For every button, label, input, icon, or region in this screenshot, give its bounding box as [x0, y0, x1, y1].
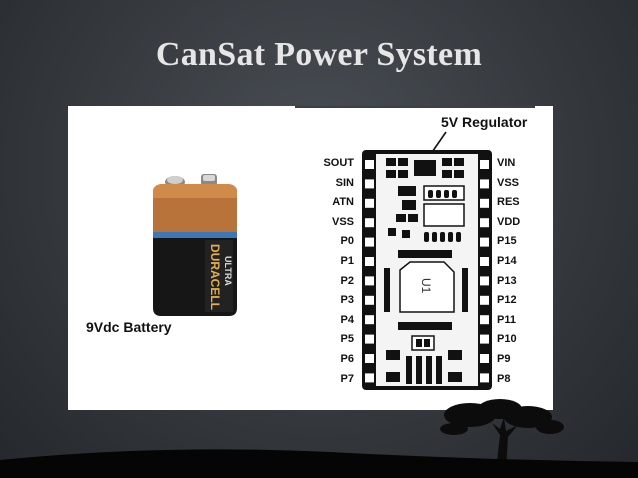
pin-pad-left [365, 354, 374, 363]
pin-pad-left [365, 373, 374, 383]
bottom-components [386, 335, 462, 384]
regulator-label: 5V Regulator [441, 114, 528, 130]
pin-label-right: VSS [497, 176, 520, 189]
pin-pad-right [480, 179, 489, 189]
pin-label-left: P7 [340, 372, 354, 385]
pin-pad-left [365, 218, 374, 228]
pin-label-left: SIN [335, 176, 354, 189]
pin-pad-left [365, 237, 374, 247]
pin-pad-right [480, 198, 489, 208]
pin-pad-right [480, 315, 489, 325]
board-pin-pads [365, 160, 489, 383]
pin-label-right: P12 [497, 294, 517, 307]
pin-label-left: P2 [340, 274, 354, 287]
pin-label-left: VSS [331, 215, 354, 228]
pin-label-right: P15 [497, 235, 517, 248]
pin-pad-right [480, 334, 489, 344]
pin-pad-left [365, 179, 374, 189]
battery-brand: DURACELL [208, 244, 222, 310]
pin-label-left: P6 [340, 353, 354, 365]
main-chip-mark: U1 [419, 278, 433, 294]
pin-label-left: P3 [340, 294, 354, 307]
pin-pad-left [365, 295, 374, 305]
pin-pad-right [480, 237, 489, 247]
pin-label-left: P5 [340, 333, 354, 346]
regulator-chip [386, 158, 464, 178]
pin-pad-right [480, 276, 489, 286]
battery-label: 9Vdc Battery [86, 319, 172, 335]
main-chip-u1: U1 [384, 261, 468, 313]
pin-pad-right [480, 354, 489, 363]
small-components [388, 185, 465, 258]
pin-pad-right [480, 160, 489, 169]
pin-pad-left [365, 334, 374, 344]
pin-label-left: P0 [340, 235, 354, 248]
pin-pad-left [365, 198, 374, 208]
pin-label-right: VDD [497, 215, 521, 228]
pin-label-right: P8 [497, 372, 511, 385]
pin-pad-left [365, 276, 374, 286]
tree-silhouette [440, 399, 564, 470]
battery-line: ULTRA [223, 256, 233, 286]
pin-label-left: P4 [340, 313, 354, 326]
pin-pad-left [365, 160, 374, 169]
slide-title: CanSat Power System [155, 36, 483, 73]
panel-notch [295, 106, 535, 108]
battery-image: DURACELL ULTRA [153, 174, 237, 316]
pin-label-left: SOUT [323, 157, 354, 169]
pin-pad-left [365, 315, 374, 325]
pin-pad-right [480, 257, 489, 266]
pin-label-left: ATN [332, 196, 354, 209]
pin-label-right: P10 [497, 333, 517, 346]
pin-pad-right [480, 218, 489, 228]
pin-pad-right [480, 295, 489, 305]
bottom-wave [0, 449, 638, 478]
pin-label-right: P14 [497, 255, 517, 267]
pin-pad-left [365, 257, 374, 266]
pin-label-left: P1 [340, 255, 354, 267]
pin-label-right: P13 [497, 274, 517, 287]
pin-label-right: P11 [497, 313, 516, 326]
pin-label-right: VIN [497, 157, 516, 169]
stamp-board: U1 [362, 150, 492, 390]
pin-label-right: RES [497, 196, 520, 209]
pin-label-right: P9 [497, 353, 511, 365]
pin-pad-right [480, 373, 489, 383]
